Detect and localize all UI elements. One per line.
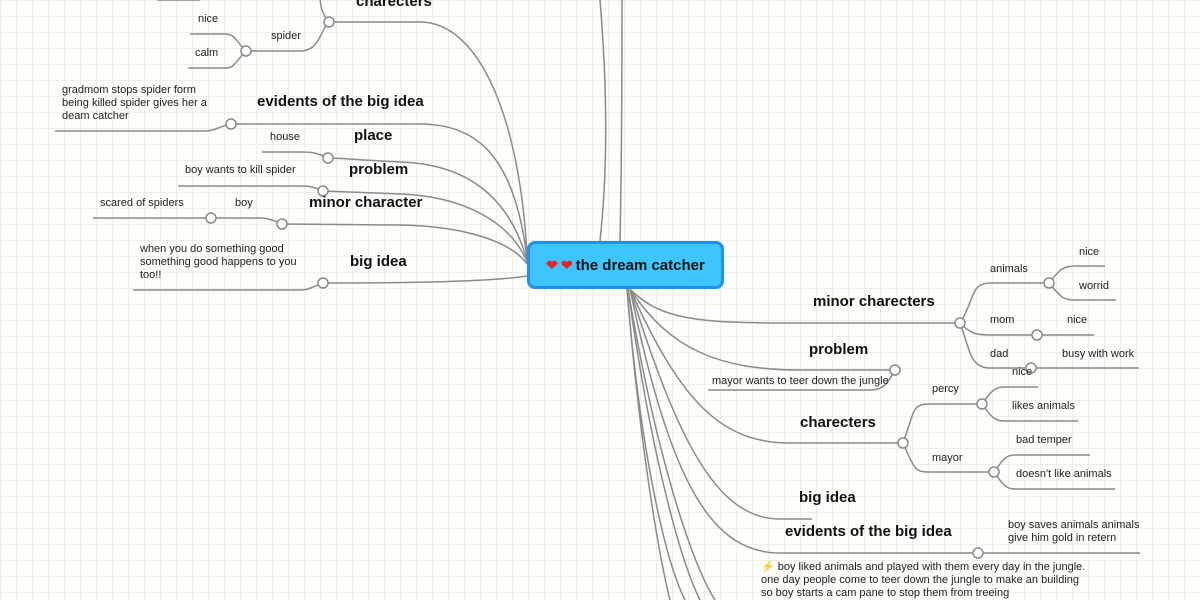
topic-evidents-left[interactable]: evidents of the big idea <box>257 93 424 110</box>
subtopic-spider[interactable]: spider <box>271 30 301 42</box>
central-topic-label: the dream catcher <box>575 256 705 274</box>
subtopic-busy[interactable]: busy with work <box>1062 348 1135 360</box>
topic-place[interactable]: place <box>354 127 393 144</box>
topic-minor-character[interactable]: minor character <box>309 194 423 211</box>
subtopic-boy-saves-animals[interactable]: boy saves animals animals give him gold … <box>1008 519 1140 544</box>
central-topic[interactable]: ❤ ❤ the dream catcher <box>527 241 724 289</box>
subtopic-boy[interactable]: boy <box>235 197 253 209</box>
subtopic-animals[interactable]: animals <box>990 263 1028 275</box>
subtopic-likes-animals[interactable]: likes animals <box>1012 400 1075 412</box>
subtopic-big-idea-text[interactable]: when you do something good something goo… <box>140 243 297 281</box>
topic-big-idea-right[interactable]: big idea <box>799 489 856 506</box>
subtopic-calm[interactable]: calm <box>195 47 219 59</box>
subtopic-house[interactable]: house <box>270 131 300 143</box>
topic-problem-right[interactable]: problem <box>809 341 869 358</box>
subtopic-nice[interactable]: nice <box>1012 366 1033 378</box>
subtopic-evidents-text[interactable]: gradmom stops spider form being killed s… <box>62 84 207 122</box>
subtopic-mayor-problem[interactable]: mayor wants to teer down the jungle <box>712 375 889 387</box>
subtopic-dad[interactable]: dad <box>990 348 1009 360</box>
summary-note[interactable]: ⚡ boy liked animals and played with them… <box>761 561 1091 600</box>
subtopic-mom[interactable]: mom <box>990 314 1015 326</box>
subtopic-scared[interactable]: scared of spiders <box>100 197 184 209</box>
subtopic-bad-temper[interactable]: bad temper <box>1016 434 1072 446</box>
subtopic-problem-text[interactable]: boy wants to kill spider <box>185 164 296 176</box>
subtopic-worrid[interactable]: worrid <box>1079 280 1109 292</box>
subtopic-nice[interactable]: nice <box>1067 314 1088 326</box>
topic-minor-charecters[interactable]: minor charecters <box>813 293 935 310</box>
heart-icon: ❤ <box>560 256 573 273</box>
subtopic-percy[interactable]: percy <box>932 383 959 395</box>
subtopic-doesnt-like-animals[interactable]: doesn't like animals <box>1016 468 1112 480</box>
topic-big-idea-left[interactable]: big idea <box>350 253 407 270</box>
subtopic-nice[interactable]: nice <box>198 13 219 25</box>
node-circles <box>205 16 1055 559</box>
subtopic-mayor[interactable]: mayor <box>932 452 963 464</box>
topic-problem-left[interactable]: problem <box>349 161 409 178</box>
topic-evidents-right[interactable]: evidents of the big idea <box>785 523 952 540</box>
subtopic-nice[interactable]: nice <box>1079 246 1100 258</box>
heart-icon: ❤ <box>546 256 558 273</box>
topic-charecters-right[interactable]: charecters <box>800 414 876 431</box>
lightning-icon: ⚡ <box>761 561 775 573</box>
topic-charecters-left[interactable]: charecters <box>356 0 432 10</box>
summary-text: boy liked animals and played with them e… <box>761 561 1086 599</box>
